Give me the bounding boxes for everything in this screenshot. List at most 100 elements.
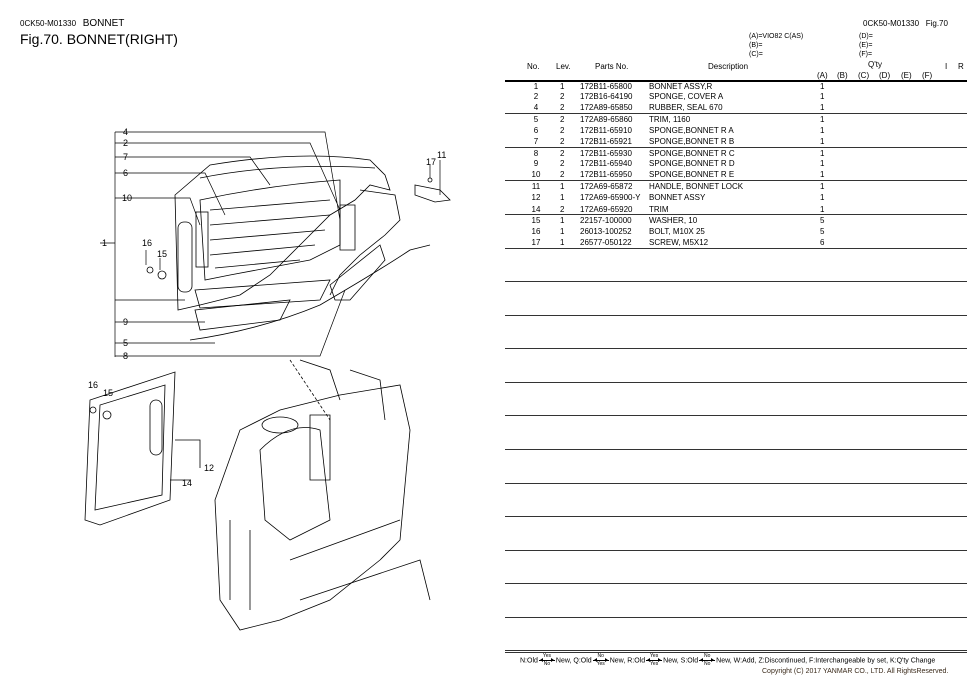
group-divider [505, 315, 967, 316]
col-qe: (E) [901, 71, 912, 80]
part-no-index: 6 [533, 126, 539, 135]
part-number: 172B11-65930 [580, 149, 632, 158]
group-divider [505, 382, 967, 383]
part-level: 2 [560, 92, 565, 101]
part-qty-a: 5 [820, 216, 825, 225]
callout-1: 1 [102, 238, 108, 248]
part-number: 172B11-65910 [580, 126, 632, 135]
part-qty-a: 1 [820, 82, 825, 91]
part-qty-a: 1 [820, 205, 825, 214]
parts-diagram [84, 131, 451, 631]
part-no-index: 16 [531, 227, 541, 236]
part-no-index: 5 [533, 115, 539, 124]
part-number: 172B16-64190 [580, 92, 633, 101]
part-no-index: 14 [531, 205, 541, 214]
part-no-index: 2 [533, 92, 539, 101]
part-qty-a: 1 [820, 137, 825, 146]
col-lev: Lev. [556, 62, 571, 71]
part-description: SPONGE, COVER A [649, 92, 724, 101]
part-level: 2 [560, 115, 565, 124]
table-row: 4 2 172A89-65850 RUBBER, SEAL 670 1 [505, 103, 967, 114]
part-level: 2 [560, 103, 565, 112]
callout-12: 12 [204, 463, 215, 473]
part-level: 2 [560, 205, 565, 214]
part-level: 1 [560, 216, 565, 225]
group-divider [505, 147, 967, 148]
part-description: BONNET ASSY,R [649, 82, 713, 91]
model-legend-right: (D)=(E)=(F)= [859, 33, 873, 58]
part-number: 172A89-65850 [580, 103, 633, 112]
callout-15b: 15 [103, 388, 114, 398]
part-number: 22157-100000 [580, 216, 632, 225]
callout-11: 11 [437, 150, 447, 160]
group-divider [505, 415, 967, 416]
col-description: Description [708, 62, 749, 71]
part-level: 1 [560, 238, 565, 247]
group-divider [505, 550, 967, 551]
group-divider [505, 281, 967, 282]
part-level: 2 [560, 137, 565, 146]
part-no-index: 1 [533, 82, 539, 91]
part-qty-a: 1 [820, 149, 825, 158]
group-divider [505, 516, 967, 517]
part-description: SPONGE,BONNET R D [649, 159, 735, 168]
col-no: No. [527, 62, 540, 71]
group-divider [505, 483, 967, 484]
col-qa: (A) [817, 71, 828, 80]
right-code: 0CK50-M01330 Fig.70 [863, 19, 948, 28]
part-no-index: 11 [531, 182, 541, 191]
callout-8: 8 [123, 351, 129, 361]
part-description: BOLT, M10X 25 [649, 227, 705, 236]
part-level: 1 [560, 193, 565, 202]
part-level: 2 [560, 149, 565, 158]
group-divider [505, 180, 967, 181]
part-level: 2 [560, 159, 565, 168]
callout-2: 2 [123, 138, 129, 148]
group-divider [505, 449, 967, 450]
part-number: 172B11-65800 [580, 82, 632, 91]
part-number: 172B11-65921 [580, 137, 632, 146]
part-description: BONNET ASSY [649, 193, 706, 202]
col-r: R [958, 62, 964, 71]
col-i: I [945, 62, 948, 71]
table-row: 1 1 172B11-65800 BONNET ASSY,R 1 [505, 82, 967, 93]
group-divider [505, 617, 967, 618]
col-qf: (F) [922, 71, 933, 80]
part-no-index: 4 [533, 103, 539, 112]
model-legend-left: (A)=VIO82 C(AS)(B)=(C)= [749, 33, 804, 58]
part-number: 172B11-65940 [580, 159, 632, 168]
callout-10: 10 [122, 193, 133, 203]
group-divider [505, 214, 967, 215]
group-divider [505, 113, 967, 114]
part-level: 1 [560, 82, 565, 91]
part-qty-a: 1 [820, 103, 825, 112]
part-number: 172A69-65872 [580, 182, 633, 191]
callout-4: 4 [123, 127, 129, 137]
part-level: 2 [560, 170, 565, 179]
col-qd: (D) [879, 71, 891, 80]
part-description: SCREW, M5X12 [649, 238, 709, 247]
part-description: RUBBER, SEAL 670 [649, 103, 723, 112]
part-description: SPONGE,BONNET R A [649, 126, 734, 135]
callout-16b: 16 [88, 380, 99, 390]
part-description: HANDLE, BONNET LOCK [649, 182, 744, 191]
part-number: 172A89-65860 [580, 115, 633, 124]
group-divider [505, 650, 967, 651]
part-qty-a: 1 [820, 115, 825, 124]
part-number: 172A69-65900-Y [580, 193, 641, 202]
callout-6: 6 [123, 168, 129, 178]
part-qty-a: 5 [820, 227, 825, 236]
